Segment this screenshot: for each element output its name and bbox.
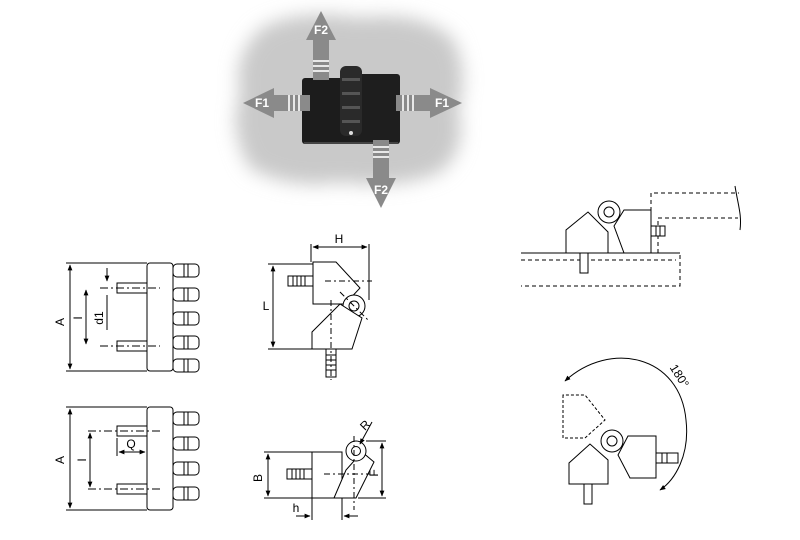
front-view-bottom <box>66 406 200 511</box>
force-arrow-f2-down: F2 <box>366 140 396 208</box>
dim-r: R <box>357 417 373 433</box>
f1-left-label: F1 <box>255 96 269 110</box>
rotation-view <box>562 357 688 505</box>
dim-i-top: I <box>71 316 85 319</box>
f2-up-label: F2 <box>314 23 328 37</box>
force-arrow-f1-right: F1 <box>396 88 462 118</box>
dim-l: L <box>263 299 270 313</box>
mounted-view <box>521 185 741 287</box>
dim-i-bottom: I <box>75 458 89 461</box>
side-view-bottom <box>264 421 386 520</box>
side-view-top <box>268 244 372 380</box>
f2-down-label: F2 <box>374 183 388 197</box>
dim-h: H <box>335 232 344 246</box>
dim-q: Q <box>126 437 135 451</box>
dim-d1: d1 <box>92 311 106 325</box>
force-arrow-f2-up: F2 <box>306 11 336 80</box>
product-photo: F2 F2 F1 F1 <box>235 11 463 208</box>
pin-row <box>172 263 200 373</box>
hinge-photo <box>302 66 400 144</box>
dim-a-top: A <box>53 318 67 326</box>
force-arrow-f1-left: F1 <box>243 88 310 118</box>
dim-h-small: h <box>293 501 300 515</box>
front-view-top <box>66 262 200 373</box>
f1-right-label: F1 <box>435 96 449 110</box>
dim-f: F <box>367 469 381 476</box>
dim-b: B <box>251 474 265 482</box>
rotation-angle-label: 180° <box>667 362 692 391</box>
dim-a-bottom: A <box>53 456 67 464</box>
